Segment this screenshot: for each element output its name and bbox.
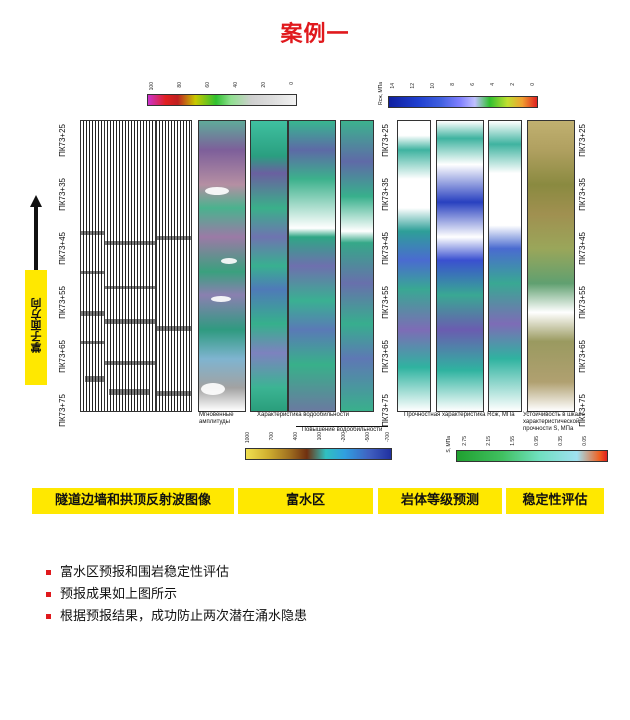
- bullet-item: 根据预报结果，成功防止两次潜在涌水隐患: [46, 606, 307, 628]
- strength-colorbar: [388, 96, 538, 108]
- direction-label-box: 掌子面方向: [25, 270, 47, 385]
- station-labels-middle: ПК73+25 ПК73+35 ПК73+45 ПК73+55 ПК73+65 …: [381, 124, 390, 427]
- water-colorbar: [245, 448, 392, 460]
- bullet-item: 预报成果如上图所示: [46, 584, 307, 606]
- direction-label: 掌子面方向: [30, 298, 43, 354]
- strength-colorbar-ticks: 14 12 10 8 6 4 2 0: [390, 83, 536, 89]
- bullet-marker-icon: [46, 570, 51, 575]
- water-colorbar-ticks: 1000 700 400 100 -200 -500 -700: [245, 432, 391, 444]
- water-caption: Характеристика водообильности: [257, 412, 349, 418]
- seismic-panel-3: [156, 120, 192, 412]
- strength-colorbar-label: Rсж, МПа: [378, 82, 384, 105]
- up-arrow-icon: [30, 195, 42, 270]
- water-arrow-caption: Повышение водообильности: [296, 426, 388, 434]
- stability-colorbar-label: S, МПа: [446, 436, 452, 453]
- amplitude-panel: [198, 120, 246, 412]
- stability-caption: Устойчивость в шкале характеристической …: [523, 412, 585, 432]
- strength-panel-2: [436, 120, 484, 412]
- stability-colorbar: [456, 450, 608, 462]
- strength-panel-1: [397, 120, 431, 412]
- section-label-reflection: 隧道边墙和拱顶反射波图像: [32, 488, 234, 514]
- bullet-item: 富水区预报和围岩稳定性评估: [46, 562, 307, 584]
- amplitude-colorbar-ticks: 100 80 60 40 20 0: [149, 82, 295, 91]
- seismic-panel-2: [104, 120, 156, 412]
- amplitude-caption: Мгновенные амплитуды: [199, 412, 234, 425]
- amplitude-colorbar: [147, 94, 297, 106]
- station-labels-left: ПК73+25 ПК73+35 ПК73+45 ПК73+55 ПК73+65 …: [58, 124, 67, 427]
- section-label-rock-grade: 岩体等级预测: [378, 488, 502, 514]
- stability-colorbar-ticks: 2.75 2.15 1.55 0.95 0.35 0.05: [462, 436, 588, 446]
- figure: 100 80 60 40 20 0 Rсж, МПа 14 12 10 8 6 …: [0, 80, 630, 480]
- bullet-marker-icon: [46, 614, 51, 619]
- station-labels-right: ПК73+25 ПК73+35 ПК73+45 ПК73+55 ПК73+65 …: [578, 124, 587, 427]
- bullet-marker-icon: [46, 592, 51, 597]
- section-label-stability: 稳定性评估: [506, 488, 604, 514]
- strength-panel-3: [488, 120, 522, 412]
- water-panel-1: [250, 120, 288, 412]
- water-panel-3: [340, 120, 374, 412]
- water-panel-2: [288, 120, 336, 412]
- section-label-water: 富水区: [238, 488, 373, 514]
- strength-caption: Прочностная характеристика Rсж, МПа: [404, 412, 515, 418]
- bullet-list: 富水区预报和围岩稳定性评估 预报成果如上图所示 根据预报结果，成功防止两次潜在涌…: [46, 562, 307, 628]
- page-title: 案例一: [280, 22, 350, 47]
- stability-panel: [527, 120, 575, 412]
